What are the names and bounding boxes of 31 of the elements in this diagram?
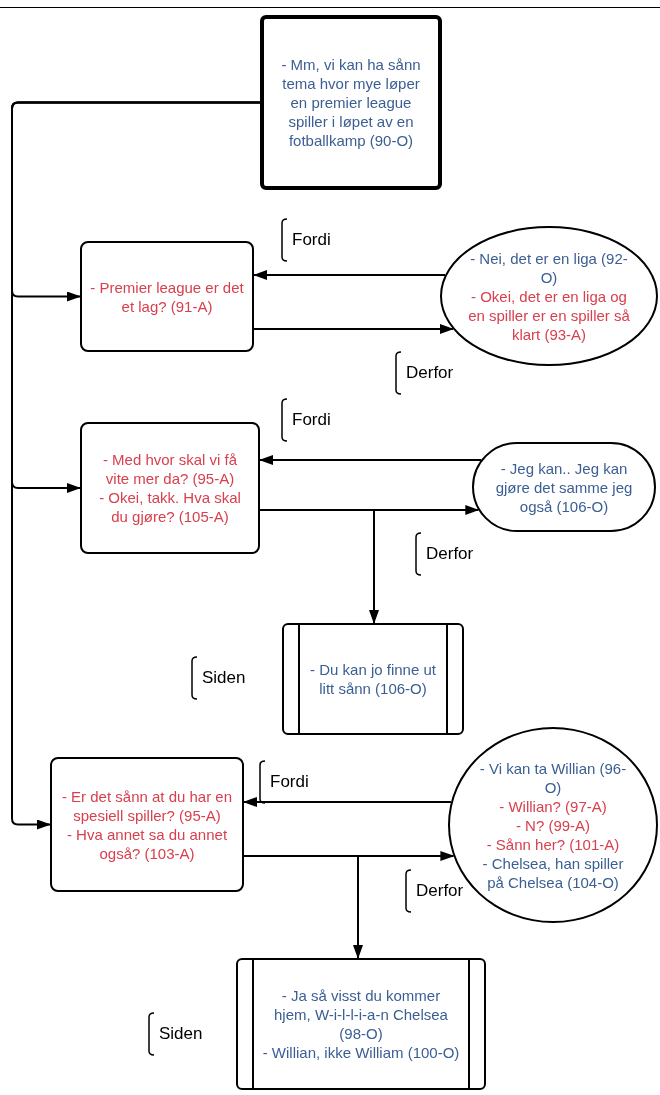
dialogue-line: - Hva annet sa du annet også? (103-A) [65, 824, 229, 863]
dialogue-line: - Jeg kan.. Jeg kan gjøre det samme jeg også (106-O) [494, 458, 634, 516]
arrow [259, 455, 482, 465]
dialogue-line: - Premier league er det et lag? (91-A) [90, 277, 244, 316]
subprocess-box [282, 623, 464, 735]
arrow [243, 855, 363, 959]
arrow [11, 101, 261, 830]
dialogue-line: - Sånn her? (101-A) [486, 834, 620, 854]
dialogue-line: - Willian? (97-A) [499, 796, 607, 816]
process-box [50, 757, 244, 892]
dialogue-line: - Okei, takk. Hva skal du gjøre? (105-A) [98, 488, 242, 526]
dialogue-line: - Chelsea, han spiller på Chelsea (104-O) [481, 853, 625, 892]
arrow [243, 797, 452, 807]
dialogue-line: - N? (99-A) [515, 815, 591, 835]
process-box [80, 241, 254, 352]
dialogue-line: - Ja så visst du kommer hjem, W-i-l-l-i-a-n Chelsea (98-O) [273, 986, 449, 1043]
dialogue-line: - Nei, det er en liga (92-O) [469, 248, 629, 287]
dialogue-line: - Okei, det er en liga og en spiller er en spiller så klart (93-A) [467, 286, 631, 344]
relation-label: Siden [159, 1023, 203, 1046]
dialogue-line: - Willian, ikke William (100-O) [262, 1043, 460, 1062]
dialogue-line: - Er det sånn at du har en spesiell spiller? (95-A) [60, 786, 234, 825]
dialogue-line: - Du kan jo finne ut litt sånn (106-O) [309, 660, 437, 698]
subprocess-box [236, 958, 486, 1090]
relation-label: Siden [202, 667, 246, 690]
dialogue-line: - Mm, vi kan ha sånn tema hvor mye løper en premier league spiller i løpet av en fotballkamp (90-O) [280, 55, 422, 150]
process-box [80, 422, 260, 554]
dialogue-line: - Med hvor skal vi få vite mer da? (95-A) [101, 450, 239, 488]
dialogue-line: - Vi kan ta Willian (96-O) [478, 758, 628, 797]
arrow [253, 324, 454, 334]
arrow [259, 509, 379, 624]
start-box [260, 15, 442, 190]
